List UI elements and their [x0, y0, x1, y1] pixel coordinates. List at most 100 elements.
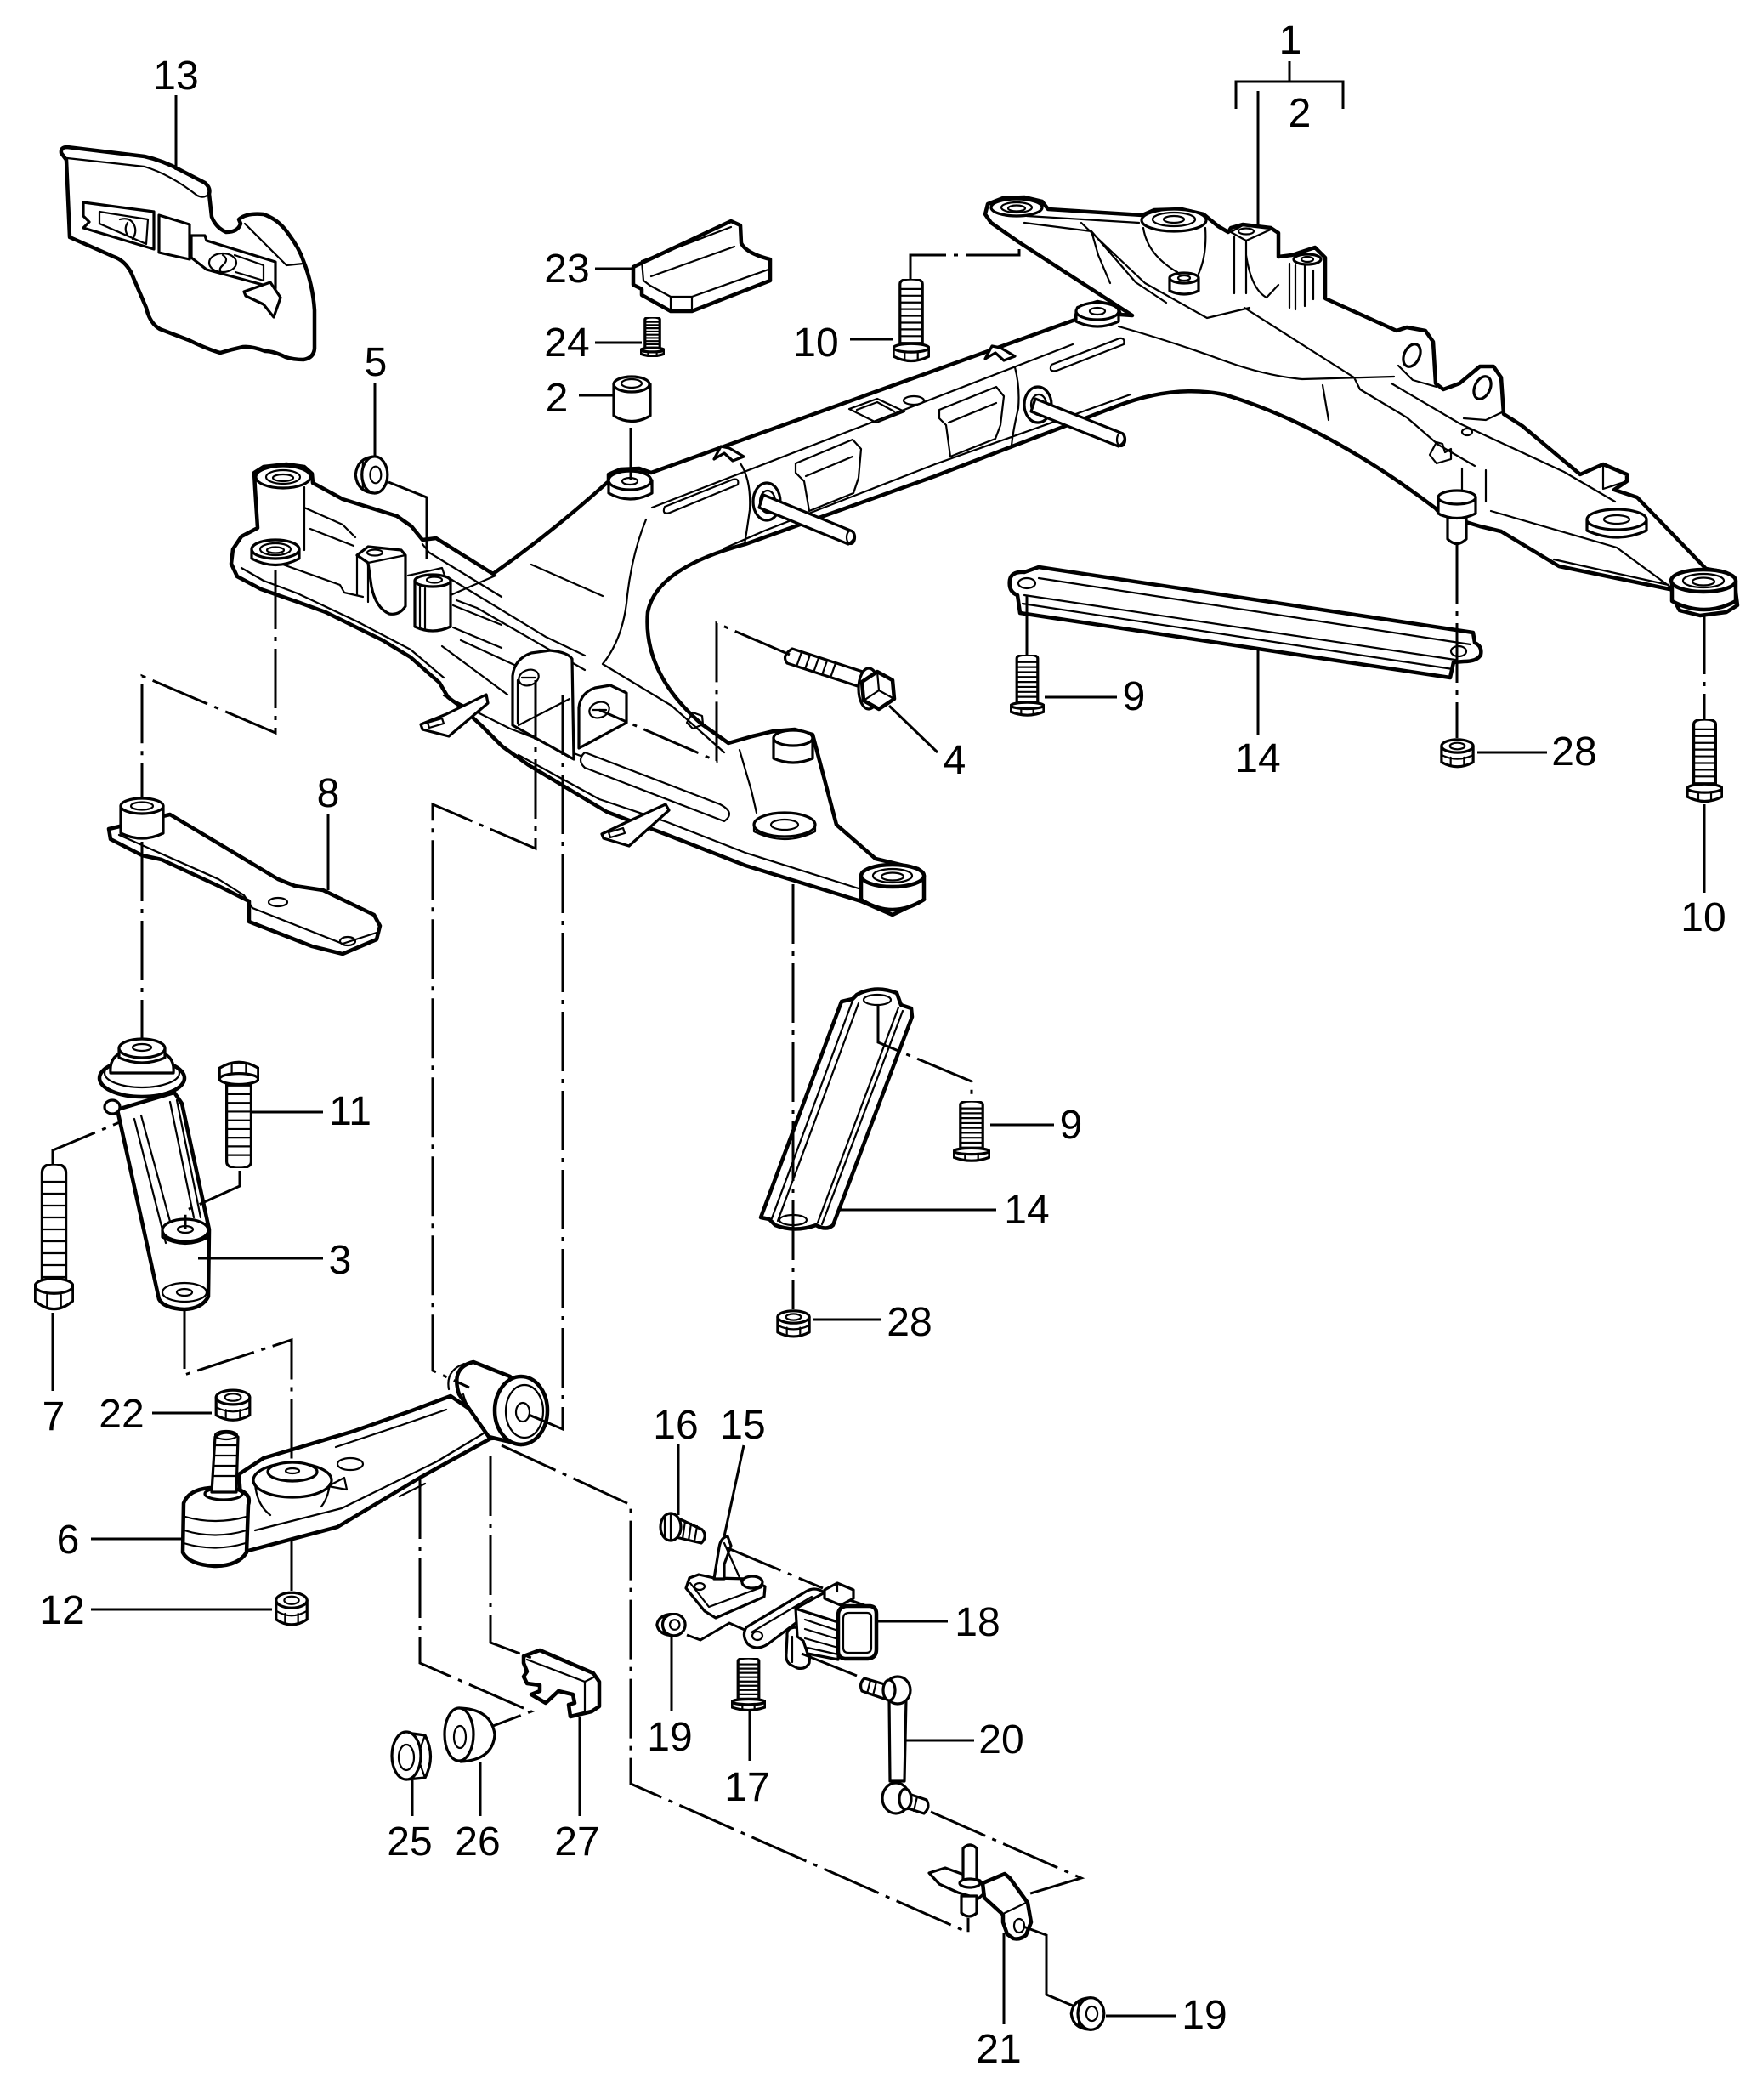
arm-bushing-bore — [284, 1467, 301, 1475]
arm-mount-bracket-hole — [518, 668, 540, 687]
strut-arm-bushing-bore — [131, 1042, 153, 1053]
bracket-plate-slot — [267, 896, 289, 908]
callout-strut-lower: 14 — [1004, 1188, 1049, 1233]
coupling-link-upper-threads — [865, 1678, 878, 1697]
sensor-bracket-slot — [693, 1581, 706, 1592]
strut-arm-body — [115, 1090, 212, 1312]
rail-clip — [685, 711, 705, 730]
link-bracket-stud-base — [958, 1877, 982, 1889]
assembly-lines — [51, 244, 1706, 2007]
rail-post-hole — [1300, 255, 1315, 264]
callout-arm-bolt: 11 — [329, 1089, 371, 1134]
heat-shield-cutout-right-detail — [218, 253, 265, 282]
callout-control-arm: 6 — [57, 1518, 80, 1563]
beam-windows — [794, 385, 1006, 513]
bracket-plate-outline — [106, 812, 383, 956]
rail-post-top — [1292, 253, 1323, 266]
mount-boss-ring — [1681, 572, 1726, 589]
strut-arm-lug — [103, 1098, 122, 1115]
assembly-line — [930, 1810, 1085, 1896]
bolt-small — [640, 317, 665, 357]
bushing-nut — [274, 1591, 309, 1626]
bolt-crossmember-rear — [893, 279, 930, 363]
ball-joint-stud-tip — [213, 1429, 239, 1441]
mount-boss-front-left — [859, 862, 927, 889]
callout-bracket-plate: 8 — [317, 771, 340, 816]
locating-pin-end — [1115, 431, 1127, 448]
rail-ear-hole — [1402, 343, 1422, 368]
hex-nut-face — [390, 1730, 422, 1781]
beam-clips — [712, 344, 1017, 463]
rail-tower-top — [1229, 224, 1274, 242]
mount-boss-inner — [1585, 508, 1648, 531]
mount-boss-beam-right — [1074, 301, 1120, 321]
bushing-body — [612, 383, 652, 423]
collar-nut — [354, 455, 389, 495]
bracket-plate-edge — [117, 833, 378, 945]
stud-boss-hole — [1176, 274, 1192, 282]
callout-coupling-link: 20 — [978, 1717, 1023, 1762]
heat-shield-cutout-middle — [157, 213, 191, 261]
assembly-line — [1023, 1925, 1074, 2007]
heat-shield-cutout-left — [82, 201, 156, 251]
level-sensor — [742, 1581, 879, 1670]
callout-strut-nut-upper: 28 — [1551, 729, 1596, 775]
washer-bore — [452, 1724, 468, 1750]
bolt-strut-lower — [953, 1101, 990, 1162]
mount-boss-front-right — [1669, 567, 1738, 594]
strut-channel-lines — [1021, 576, 1472, 671]
rubber-buffer-outline — [631, 219, 773, 314]
rail-post — [413, 579, 452, 633]
mount-hole — [1602, 514, 1631, 525]
callout-flange-nut: 22 — [99, 1392, 144, 1437]
strut-lower — [758, 987, 915, 1231]
crossmember-outline — [229, 195, 1740, 917]
bushing-bore — [620, 377, 643, 389]
mount-boss-ring — [258, 542, 292, 557]
bolt-thread-lines — [795, 650, 837, 679]
mount-boss-rear-upper — [254, 464, 312, 490]
washer-face — [443, 1706, 475, 1762]
sensor-lever-edge — [750, 1595, 813, 1634]
hex-nut — [390, 1730, 433, 1781]
mount-hole — [880, 871, 905, 882]
callout-bushing-nut: 12 — [39, 1588, 84, 1633]
strut-mount-boss-body — [752, 823, 817, 840]
rail-post-ribs — [418, 585, 427, 632]
bolt-thread-lines — [681, 1519, 699, 1543]
bolt-strut-upper — [1010, 655, 1045, 717]
ball-joint-rings — [182, 1515, 248, 1549]
heat-shield-fold-lines — [65, 156, 305, 267]
bolt-hex-edges — [862, 670, 896, 702]
callout-small-bolt: 24 — [544, 321, 589, 366]
callout-spacer-bushing: 2 — [546, 376, 569, 421]
assembly-line — [183, 1309, 293, 1462]
cylinder-boss-top — [772, 729, 814, 747]
callout-labels: 1 2 13 23 24 10 2 5 4 9 14 28 10 8 11 3 … — [39, 18, 1726, 2072]
leader-line — [723, 1444, 745, 1537]
mount-boss-ring — [871, 867, 914, 884]
assembly-line — [184, 1171, 241, 1229]
rail-tower-edges — [355, 553, 407, 604]
assembly-line — [876, 1006, 973, 1101]
nut-strut-lower — [776, 1309, 811, 1338]
hex-nut-bore — [397, 1743, 416, 1772]
callout-crossmember-bolt-rear: 10 — [793, 321, 838, 366]
sensor-bracket-edges — [689, 1541, 763, 1609]
assembly-line — [388, 480, 428, 559]
link-bracket-clamp — [980, 1871, 1034, 1941]
callout-link-bracket: 21 — [976, 2027, 1021, 2072]
washer — [443, 1706, 496, 1763]
callout-strut-nut-lower: 28 — [887, 1300, 932, 1345]
mount-boss-ring — [1151, 211, 1197, 228]
strut-eye — [1449, 644, 1468, 658]
callout-crossmember-bolt-front: 10 — [1680, 895, 1726, 940]
mount-hole — [1088, 306, 1107, 316]
strut-upper — [1007, 565, 1483, 680]
control-arm-cutout — [326, 1476, 349, 1491]
link-bracket-clamp-edge — [1003, 1901, 1028, 1915]
bracket-plate-boss — [119, 797, 165, 815]
strut-arm-bushing-top — [117, 1037, 167, 1059]
pivot-bushing-rear-ring — [447, 1362, 490, 1439]
